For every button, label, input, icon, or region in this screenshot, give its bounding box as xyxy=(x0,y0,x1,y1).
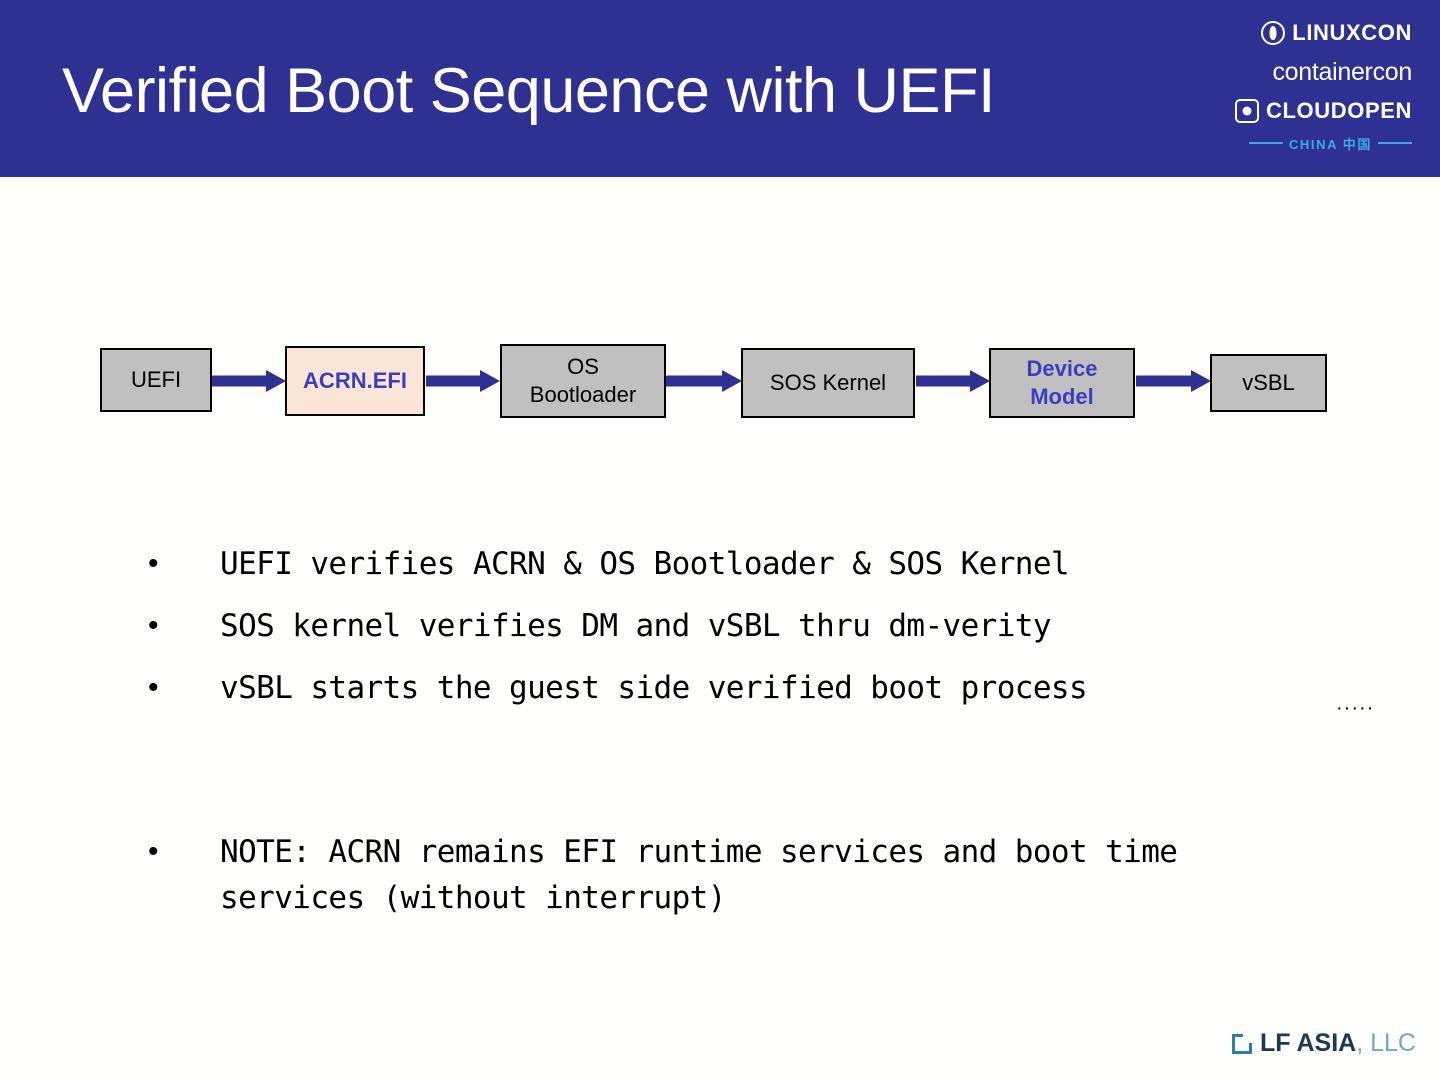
footer-brand-name: LF ASIA xyxy=(1259,1029,1357,1057)
flow-arrow-5 xyxy=(1136,370,1211,392)
boot-sequence-flow-diagram: ····· UEFI ACRN.EFI OS Bootloader SOS Kerne… xyxy=(0,336,1440,718)
page-title: Verified Boot Sequence with UEFI xyxy=(62,56,996,126)
bullet-text: SOS kernel verifies DM and vSBL thru dm-… xyxy=(220,607,1052,644)
bullet-text: UEFI verifies ACRN & OS Bootloader & SOS… xyxy=(220,546,1070,582)
flow-box-vsbl: vSBL xyxy=(1210,354,1327,412)
rule-left xyxy=(1248,142,1283,144)
rule-right xyxy=(1378,142,1412,144)
flow-box-uefi: UEFI xyxy=(100,348,212,412)
flow-arrow-2 xyxy=(426,370,500,392)
logo-linuxcon-text: LINUXCON xyxy=(1292,20,1412,45)
logo-row-region: CHINA 中国 xyxy=(1222,130,1412,156)
logo-cloud-text: CLOUD xyxy=(1266,98,1348,123)
flow-box-sos-kernel: SOS Kernel xyxy=(741,348,915,418)
flow-ellipsis-label: ····· xyxy=(1336,697,1375,719)
logo-row-linuxcon: LINUXCON xyxy=(1222,14,1412,52)
bullet-item: • UEFI verifies ACRN & OS Bootloader & SO… xyxy=(148,542,1328,588)
bullet-marker-icon: • xyxy=(148,835,159,868)
flow-box-label: OS Bootloader xyxy=(529,353,637,407)
flow-box-acrn-efi: ACRN.EFI xyxy=(285,346,425,416)
logo-row-cloudopen: CLOUD OPEN xyxy=(1222,92,1412,130)
logo-region-text: CHINA 中国 xyxy=(1288,136,1372,152)
bullet-marker-icon: • xyxy=(148,670,159,704)
logo-row-containercon: containercon xyxy=(1222,52,1412,92)
bullet-marker-icon: • xyxy=(148,608,159,642)
lf-asia-square-icon xyxy=(1231,1033,1252,1054)
bullet-item: • vSBL starts the guest side verified boo… xyxy=(148,666,1328,712)
bullet-item: • SOS kernel verifies DM and vSBL thru dm… xyxy=(148,604,1328,650)
flow-box-os-bootloader: OS Bootloader xyxy=(500,344,666,418)
flow-arrow-3 xyxy=(666,370,742,392)
flow-box-label: UEFI xyxy=(130,366,182,392)
flow-box-label: SOS Kernel xyxy=(769,369,887,395)
cloud-hex-icon xyxy=(1235,99,1260,123)
footer-brand-text: LF ASIA, LLC xyxy=(1260,1029,1416,1058)
footer-logo: LF ASIA, LLC xyxy=(1231,1029,1416,1058)
logo-containercon-text: containercon xyxy=(1272,57,1412,86)
note-item: • NOTE: ACRN remains EFI runtime services… xyxy=(148,830,1328,922)
bullet-list: • UEFI verifies ACRN & OS Bootloader & SO… xyxy=(148,542,1328,728)
note-list: • NOTE: ACRN remains EFI runtime services… xyxy=(148,830,1328,938)
logo-open-text: OPEN xyxy=(1347,98,1412,123)
flow-arrow-1 xyxy=(212,370,286,392)
flow-box-label: Device Model xyxy=(1026,355,1098,409)
footer-brand-suffix: , LLC xyxy=(1356,1029,1416,1057)
flow-box-device-model: Device Model xyxy=(989,348,1135,418)
slide-header-band xyxy=(0,0,1440,177)
flow-arrow-4 xyxy=(916,370,990,392)
bullet-text: vSBL starts the guest side verified boot… xyxy=(220,669,1088,706)
flow-box-label: ACRN.EFI xyxy=(303,367,407,393)
note-text: NOTE: ACRN remains EFI runtime services … xyxy=(220,834,1178,916)
event-logo-lockup: LINUXCON containercon CLOUD OPEN CHINA 中… xyxy=(1222,14,1412,164)
flow-box-label: vSBL xyxy=(1242,369,1295,395)
bullet-marker-icon: • xyxy=(148,547,159,580)
penguin-circle-icon xyxy=(1261,21,1286,45)
